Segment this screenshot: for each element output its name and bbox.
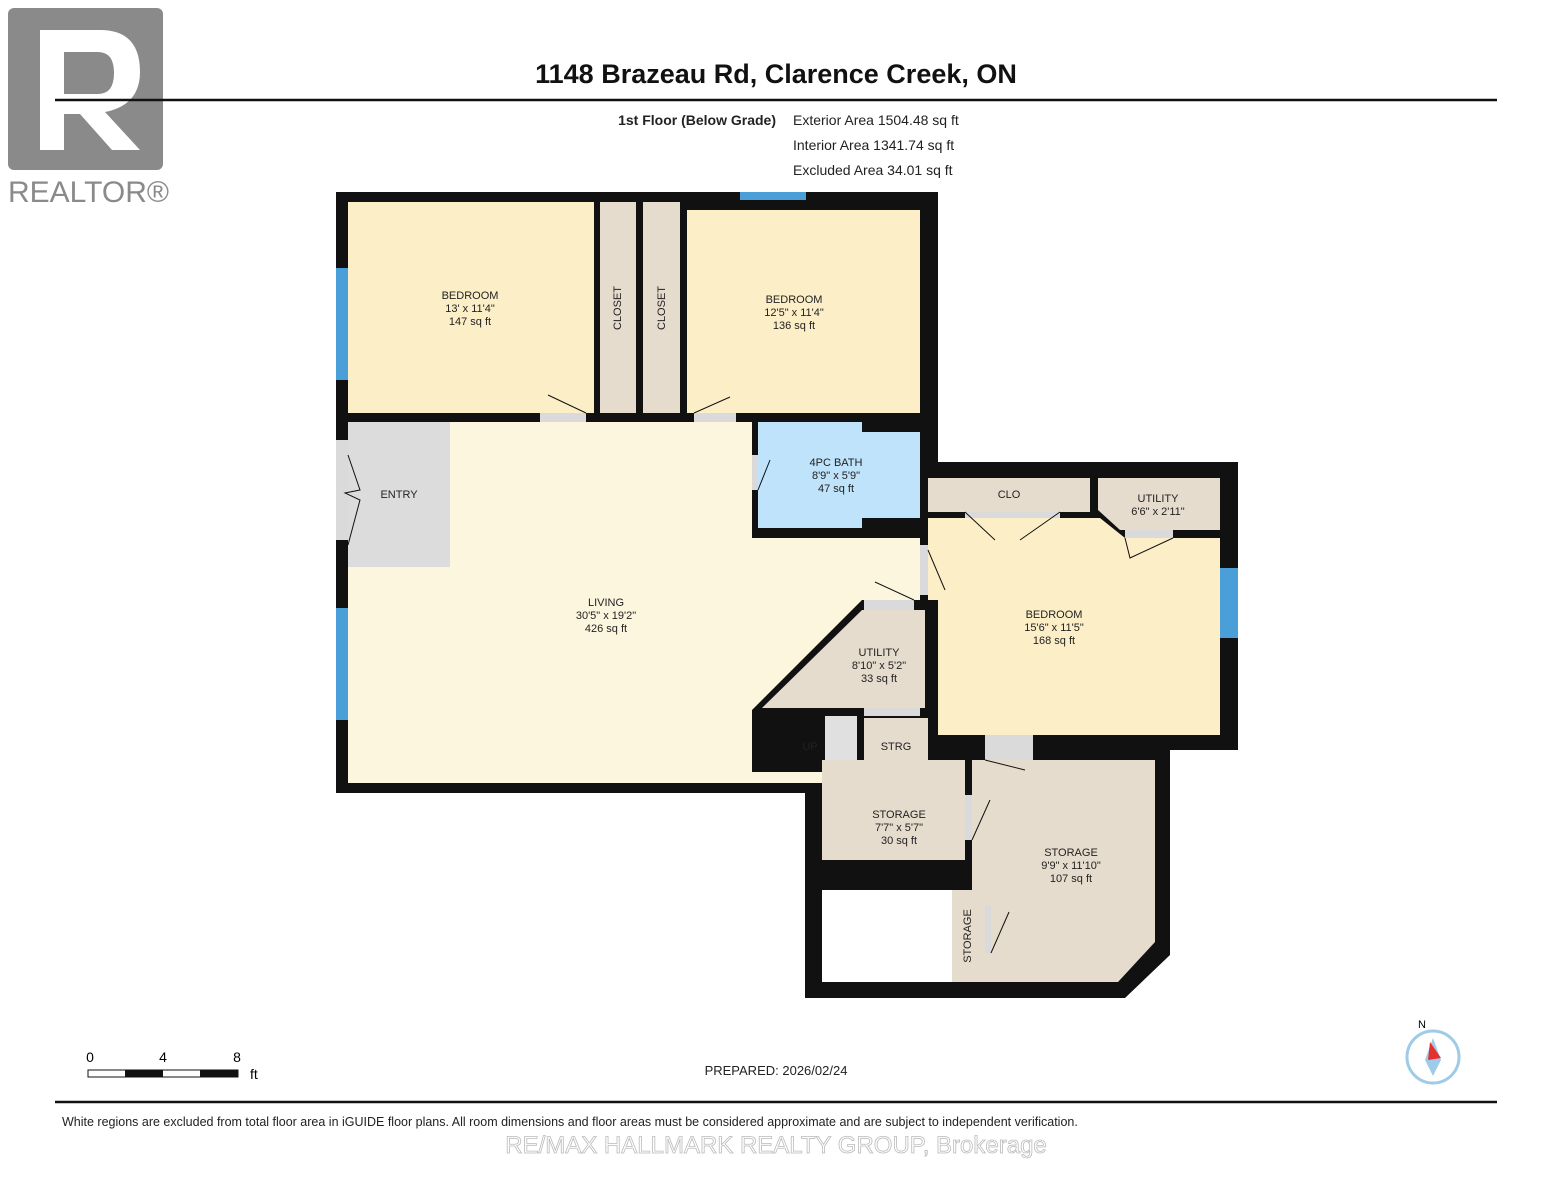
room-storage-3 <box>952 890 985 982</box>
room-bedroom-2 <box>687 210 920 413</box>
svg-text:30'5" x 19'2": 30'5" x 19'2" <box>576 610 636 622</box>
room-closet-1 <box>600 202 636 413</box>
floor-name: 1st Floor (Below Grade) <box>618 112 776 128</box>
door-swings <box>343 394 1174 954</box>
svg-text:BEDROOM: BEDROOM <box>766 294 823 306</box>
svg-text:8'10" x 5'2": 8'10" x 5'2" <box>852 660 906 672</box>
svg-text:7'7" x 5'7": 7'7" x 5'7" <box>875 822 923 834</box>
svg-text:168 sq ft: 168 sq ft <box>1033 635 1075 647</box>
prepared-date: PREPARED: 2026/02/24 <box>705 1063 848 1078</box>
room-storage-1 <box>822 760 965 860</box>
room-living <box>348 422 920 783</box>
room-utility-2 <box>762 610 925 708</box>
svg-text:ft: ft <box>250 1066 258 1082</box>
room-entry <box>348 422 450 567</box>
svg-text:BEDROOM: BEDROOM <box>1026 609 1083 621</box>
svg-text:STORAGE: STORAGE <box>1044 847 1098 859</box>
svg-text:9'9" x 11'10": 9'9" x 11'10" <box>1041 860 1101 872</box>
room-bedroom-3 <box>928 518 1220 735</box>
svg-text:0: 0 <box>86 1049 94 1065</box>
compass-icon: N <box>1405 1019 1461 1085</box>
room-clo <box>928 478 1090 512</box>
svg-text:12'5" x 11'4": 12'5" x 11'4" <box>764 307 824 319</box>
svg-text:UTILITY: UTILITY <box>859 647 901 659</box>
disclaimer: White regions are excluded from total fl… <box>62 1115 1078 1129</box>
svg-text:30 sq ft: 30 sq ft <box>881 835 917 847</box>
svg-text:BEDROOM: BEDROOM <box>442 290 499 302</box>
doors <box>336 413 1173 953</box>
brokerage-watermark: RE/MAX HALLMARK REALTY GROUP, Brokerage <box>505 1132 1047 1159</box>
windows <box>336 192 1238 720</box>
svg-text:13' x 11'4": 13' x 11'4" <box>445 303 495 315</box>
room-bedroom-1 <box>348 202 594 413</box>
svg-text:CLOSET: CLOSET <box>612 286 624 330</box>
svg-text:N: N <box>1418 1019 1426 1031</box>
svg-text:4: 4 <box>159 1049 167 1065</box>
svg-text:STRG: STRG <box>881 741 912 753</box>
svg-text:147 sq ft: 147 sq ft <box>449 316 491 328</box>
svg-text:136 sq ft: 136 sq ft <box>773 320 815 332</box>
interior-area: Interior Area 1341.74 sq ft <box>793 137 954 153</box>
excluded-region <box>822 890 952 982</box>
realtor-logo: REALTOR® <box>8 8 169 209</box>
svg-text:LIVING: LIVING <box>588 597 624 609</box>
exterior-area: Exterior Area 1504.48 sq ft <box>793 112 959 128</box>
svg-text:426 sq ft: 426 sq ft <box>585 623 627 635</box>
room-utility-1 <box>1098 478 1220 530</box>
room-bath <box>758 422 920 528</box>
page-title: 1148 Brazeau Rd, Clarence Creek, ON <box>535 59 1017 89</box>
svg-text:107 sq ft: 107 sq ft <box>1050 873 1092 885</box>
svg-text:REALTOR®: REALTOR® <box>8 176 169 209</box>
svg-text:STORAGE: STORAGE <box>872 809 926 821</box>
svg-text:47 sq ft: 47 sq ft <box>818 483 854 495</box>
svg-text:8'9" x 5'9": 8'9" x 5'9" <box>812 470 860 482</box>
svg-text:UP: UP <box>802 741 817 753</box>
room-storage-2 <box>972 760 1155 982</box>
scale-bar: 0 4 8 ft <box>86 1049 258 1082</box>
svg-text:4PC BATH: 4PC BATH <box>810 457 863 469</box>
svg-text:CLO: CLO <box>998 489 1021 501</box>
svg-text:CLOSET: CLOSET <box>656 286 668 330</box>
svg-text:15'6" x 11'5": 15'6" x 11'5" <box>1024 622 1084 634</box>
svg-text:8: 8 <box>233 1049 241 1065</box>
svg-text:6'6" x 2'11": 6'6" x 2'11" <box>1131 506 1184 518</box>
svg-text:33 sq ft: 33 sq ft <box>861 673 897 685</box>
room-closet-2 <box>643 202 680 413</box>
svg-text:UTILITY: UTILITY <box>1138 493 1180 505</box>
excluded-area: Excluded Area 34.01 sq ft <box>793 162 953 178</box>
svg-text:ENTRY: ENTRY <box>380 489 418 501</box>
svg-text:STORAGE: STORAGE <box>962 909 974 963</box>
